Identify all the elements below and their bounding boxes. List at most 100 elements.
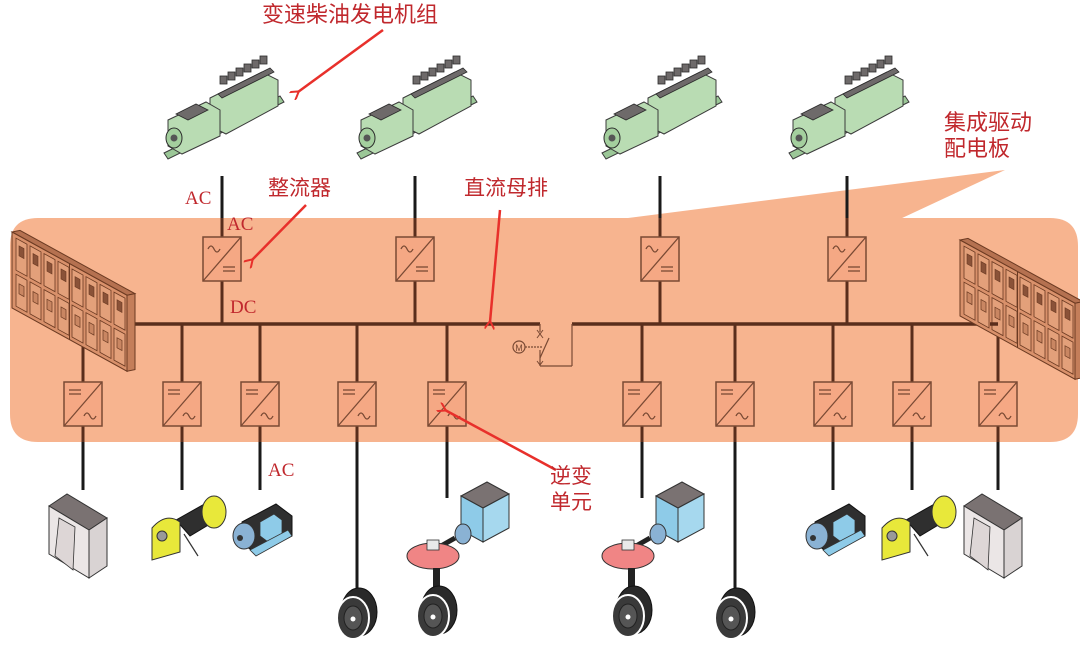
cylinder-head-icon — [444, 59, 453, 69]
cylinder-head-icon — [673, 67, 682, 77]
azimuth-propeller — [416, 585, 458, 638]
label-ac-rectifier-input: AC — [227, 214, 254, 235]
switchboard-cabinets — [10, 229, 1080, 381]
inverter — [978, 381, 1018, 427]
cylinder-head-icon — [876, 59, 885, 69]
load-group — [48, 481, 1023, 640]
terminal-box — [368, 103, 402, 121]
steering-motor-icon — [621, 539, 635, 551]
cabinet-window-icon — [1050, 337, 1057, 352]
ac-symbol-icon — [642, 412, 656, 420]
terminal-box — [800, 103, 834, 121]
cabinet-vent-icon — [1064, 307, 1071, 322]
ac-symbol-icon — [83, 412, 97, 420]
rectifier — [202, 236, 242, 282]
terminal-box — [613, 103, 647, 121]
label-ac-load: AC — [268, 460, 295, 481]
cabinet-vent-icon — [102, 291, 109, 306]
diesel-generator — [356, 55, 478, 160]
converter-diagonal — [892, 381, 932, 427]
cabinet-side — [1074, 301, 1080, 380]
cabinet-window-icon — [1008, 314, 1015, 329]
steering-motor-icon — [426, 539, 440, 551]
load-azimuth-thruster — [601, 481, 706, 592]
converter-diagonal — [827, 236, 867, 282]
valve-cover — [217, 67, 275, 99]
breaker-blade — [539, 337, 550, 359]
converter-diagonal — [622, 381, 662, 427]
cabinet-vent-icon — [1050, 299, 1057, 314]
propeller-center-icon — [350, 616, 356, 622]
cylinder-head-icon — [436, 63, 445, 73]
label-rectifier: 整流器 — [268, 176, 331, 200]
arrow-to-generator — [298, 28, 384, 92]
valve-cover — [842, 67, 900, 99]
shaft-icon — [608, 134, 616, 142]
shaft-icon — [170, 134, 178, 142]
converter-diagonal — [978, 381, 1018, 427]
cabinet-vent-icon — [88, 283, 95, 298]
motor-foot — [822, 529, 866, 557]
motor-shaft-icon — [810, 535, 816, 541]
cylinder-head-icon — [251, 59, 260, 69]
inverter — [892, 381, 932, 427]
cabinet-window-icon — [18, 283, 25, 298]
cabinet-vent-icon — [994, 268, 1001, 283]
cabinet-vent-icon — [1022, 284, 1029, 298]
cabinet-vent-icon — [60, 268, 67, 283]
cabinet-vent-icon — [46, 260, 53, 275]
ac-symbol-icon — [735, 412, 749, 420]
inverter — [63, 381, 103, 427]
cylinder-head-icon — [860, 67, 869, 77]
cabinet-window-icon — [46, 298, 53, 313]
inverter — [622, 381, 662, 427]
cabinet-load-side — [88, 517, 108, 579]
cabinet-load-door — [969, 517, 991, 571]
shaft-icon — [795, 134, 803, 142]
cabinet-load-side — [1003, 517, 1023, 579]
inverter — [813, 381, 853, 427]
propeller-center-icon — [430, 614, 436, 620]
propeller-center-icon — [728, 616, 734, 622]
winch-hub-icon — [156, 530, 168, 542]
terminal-box — [175, 103, 209, 121]
cylinder-head-icon — [844, 75, 853, 85]
inverter-group — [63, 381, 1018, 427]
cylinder-head-icon — [697, 55, 706, 65]
cabinet-window-icon — [1022, 322, 1029, 336]
cabinet-vent-icon — [74, 276, 81, 290]
panel-callout-wedge — [620, 170, 1005, 219]
motor-operator-label: M — [515, 343, 523, 353]
bus-tie-breaker: M — [512, 324, 573, 367]
load-cabinet — [48, 493, 108, 579]
switchboard-right — [958, 237, 1080, 381]
ac-symbol-icon — [912, 412, 926, 420]
load-cabinet — [963, 493, 1023, 579]
winch-flange — [931, 495, 957, 529]
cylinder-head-icon — [884, 55, 893, 65]
motor-shaft-icon — [237, 535, 243, 541]
label-dc-rectifier-output: DC — [230, 297, 257, 318]
cabinet-vent-icon — [980, 261, 987, 275]
cabinet-window-icon — [1036, 329, 1043, 344]
arrow-to-inverter — [445, 410, 557, 472]
cabinet-window-icon — [60, 306, 67, 321]
converter-diagonal — [395, 236, 435, 282]
winch-flange — [201, 495, 227, 529]
converter-diagonal — [202, 236, 242, 282]
load-tunnel-thruster — [336, 587, 378, 640]
converter-diagonal — [63, 381, 103, 427]
cylinder-head-icon — [235, 67, 244, 77]
load-motor — [805, 503, 866, 557]
tie-contact-icon — [536, 329, 544, 339]
inverter — [715, 381, 755, 427]
drive-motor-side — [482, 493, 510, 543]
propeller-center-icon — [625, 614, 631, 620]
label-integrated-switchboard-2: 配电板 — [944, 137, 1011, 162]
converter-diagonal — [337, 381, 377, 427]
rectifier — [827, 236, 867, 282]
cylinder-head-icon — [452, 55, 461, 65]
arrow-to-rectifier — [252, 204, 307, 260]
cabinet-side — [126, 293, 136, 372]
motor-end-shield — [805, 522, 829, 550]
